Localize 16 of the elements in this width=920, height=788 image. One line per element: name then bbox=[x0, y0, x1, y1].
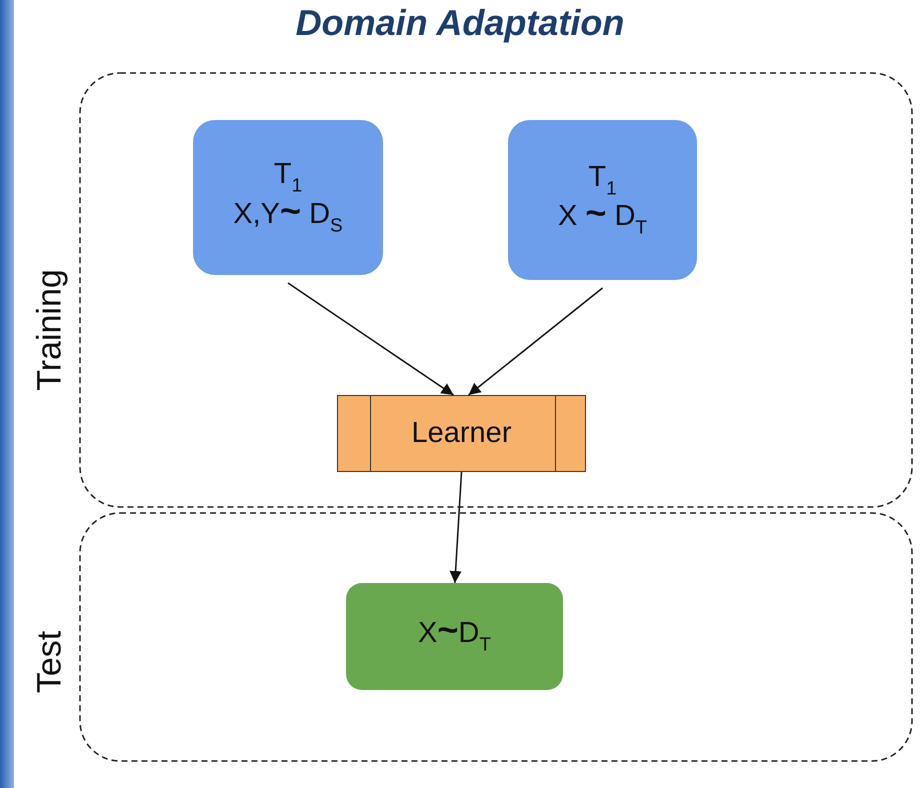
title: Domain Adaptation bbox=[294, 2, 626, 44]
source-data-box bbox=[193, 120, 383, 275]
box-text: X ~ D$_{T}$ bbox=[558, 200, 648, 240]
region-label: Test bbox=[30, 630, 70, 694]
arrow bbox=[450, 472, 462, 584]
region-label: Training bbox=[30, 269, 70, 391]
arrow bbox=[468, 287, 603, 396]
box-text: X~D$_{T}$ bbox=[418, 616, 491, 656]
arrow bbox=[288, 282, 454, 396]
target-data-box bbox=[508, 120, 697, 280]
test-data-box bbox=[346, 583, 563, 690]
box-text: Learner bbox=[412, 416, 512, 450]
box-text: T$_{1}$ bbox=[588, 160, 617, 200]
learner-box bbox=[337, 395, 586, 472]
box-text: X,Y~ D$_{S}$ bbox=[233, 198, 343, 237]
box-text: T$_{1}$ bbox=[274, 158, 302, 198]
